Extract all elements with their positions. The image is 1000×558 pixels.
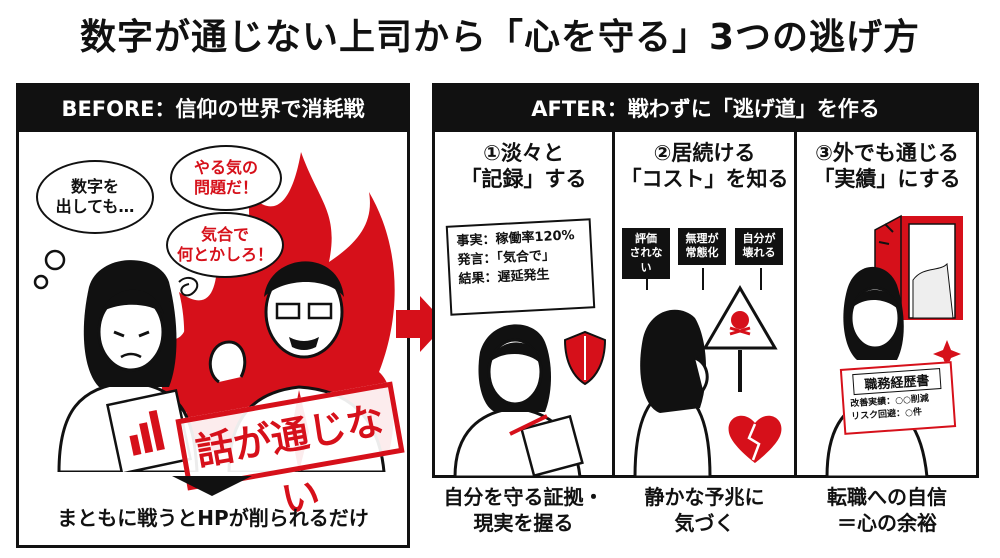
record-note: 事実：稼働率120% 発言：「気合で」 結果：遅延発生 xyxy=(445,218,596,316)
step-1-caption: 自分を守る証拠・ 現実を握る xyxy=(443,485,604,535)
step-1-title: ①淡々と 「記録」する xyxy=(460,141,587,192)
step-3-caption: 転職への自信 ＝心の余裕 xyxy=(827,485,947,535)
thought-bubble: 数字を 出しても… xyxy=(36,160,154,234)
warning-sign-icon xyxy=(702,285,778,392)
after-header: AFTER：戦わずに「逃げ道」を作る xyxy=(435,86,976,132)
boss-shout-bubble-1: やる気の 問題だ！ xyxy=(170,145,282,211)
step-2-caption: 静かな予兆に 気づく xyxy=(644,485,765,535)
right-arrow-icon xyxy=(396,296,446,352)
down-arrow-icon xyxy=(172,476,252,496)
step-3-illustration xyxy=(825,214,963,477)
stressed-woman-figure xyxy=(57,260,199,472)
column-divider xyxy=(612,129,615,478)
warning-tag: 無理が 常態化 xyxy=(678,228,726,265)
column-divider xyxy=(794,129,797,478)
resume-title: 職務経歴書 xyxy=(852,367,942,396)
warning-tag: 自分が 壊れる xyxy=(735,228,783,265)
page-title: 数字が通じない上司から「心を守る」3つの逃げ方 xyxy=(79,17,921,58)
step-2-title: ②居続ける 「コスト」を知る xyxy=(620,141,789,192)
shield-icon xyxy=(563,330,607,386)
broken-heart-icon xyxy=(728,415,782,463)
before-caption: まともに戦うとHPが削られるだけ xyxy=(57,506,369,530)
step-2-illustration xyxy=(633,268,782,477)
resume-card: 職務経歴書 改善実績：○○削減 リスク回避：○件 xyxy=(839,361,957,435)
boss-shout-bubble-2: 気合で 何とかしろ！ xyxy=(166,212,284,278)
before-header: BEFORE：信仰の世界で消耗戦 xyxy=(19,86,407,132)
step-1-illustration xyxy=(453,324,607,477)
step-3-title: ③外でも通じる 「実績」にする xyxy=(813,141,961,192)
